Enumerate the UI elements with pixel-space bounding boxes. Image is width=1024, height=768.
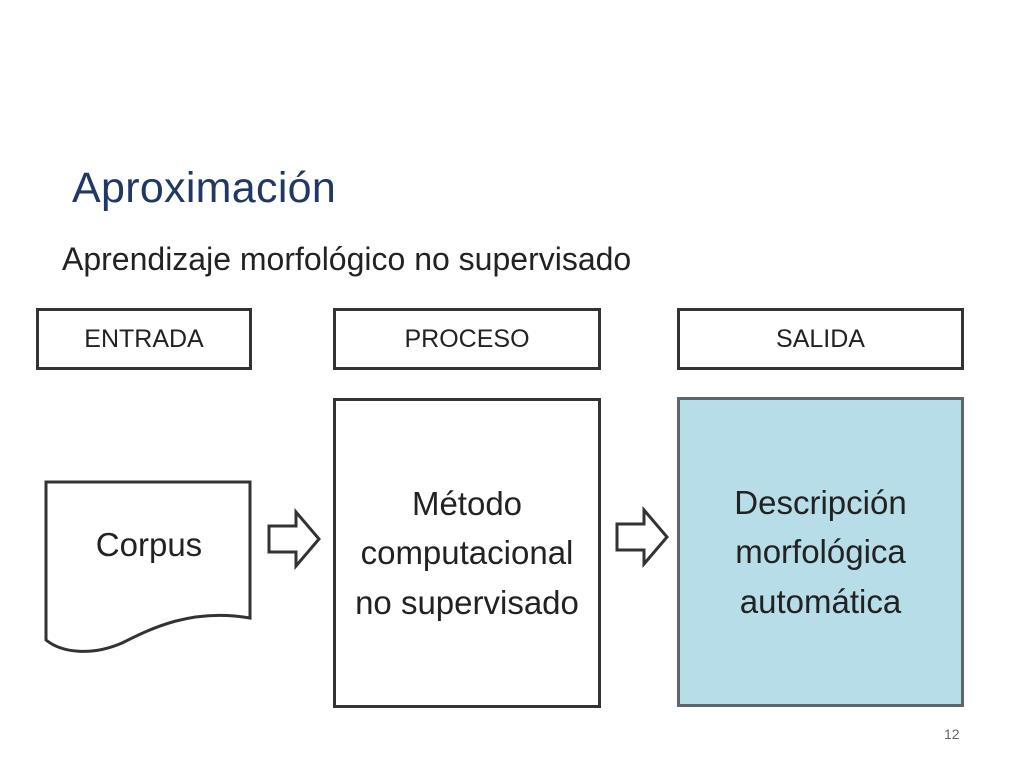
slide-title: Aproximación bbox=[72, 164, 337, 212]
corpus-label: Corpus bbox=[95, 526, 203, 563]
header-proceso: PROCESO bbox=[333, 308, 601, 370]
page-number: 12 bbox=[944, 726, 960, 742]
right-arrow-icon bbox=[267, 508, 321, 570]
method-line-2: computacional bbox=[360, 534, 574, 572]
header-salida: SALIDA bbox=[677, 308, 964, 370]
corpus-document-shape bbox=[44, 480, 252, 653]
description-line-1: Descripción bbox=[734, 483, 907, 521]
right-arrow-icon bbox=[615, 506, 669, 568]
method-line-3: no supervisado bbox=[355, 583, 579, 621]
output-description-box: Descripción morfológica automática bbox=[677, 397, 964, 707]
description-line-3: automática bbox=[739, 582, 902, 620]
header-entrada: ENTRADA bbox=[36, 308, 252, 370]
method-line-1: Método bbox=[411, 484, 523, 522]
description-line-2: morfológica bbox=[735, 533, 906, 571]
slide-subtitle: Aprendizaje morfológico no supervisado bbox=[62, 241, 632, 277]
process-method-box: Método computacional no supervisado bbox=[333, 398, 601, 708]
